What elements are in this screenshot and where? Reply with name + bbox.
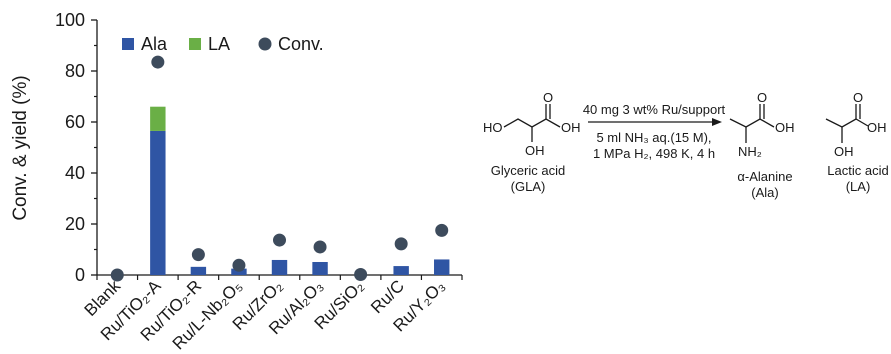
legend-swatch-conversion	[258, 37, 272, 51]
y-axis-label: Conv. & yield (%)	[10, 75, 31, 220]
y-tick-label: 40	[65, 163, 85, 183]
conversion-point	[191, 248, 205, 262]
alanine-oh-atom: OH	[775, 120, 795, 135]
reactant-carbonyl-o-atom: O	[543, 90, 553, 105]
conditions-catalyst: 40 mg 3 wt% Ru/support	[583, 102, 726, 117]
legend-label: LA	[208, 34, 230, 54]
legend-label: Conv.	[278, 34, 324, 54]
bar-ala	[271, 259, 288, 275]
reactant-ho-atom: HO	[483, 120, 503, 135]
product2-abbr: (LA)	[846, 179, 871, 194]
x-axis: BlankRu/TiO₂-ARu/TiO₂-RRu/L-Nb₂O₅Ru/ZrO₂…	[81, 274, 463, 353]
lactic-oh-atom: OH	[867, 120, 887, 135]
alanine-nh2-atom: NH₂	[738, 144, 762, 159]
bar-ala	[150, 130, 166, 275]
conversion-point	[313, 240, 327, 254]
reactant-hydroxyl-oh-atom: OH	[525, 143, 545, 158]
conversion-point	[151, 55, 165, 69]
bar-ala	[231, 268, 247, 275]
conversion-point	[435, 223, 449, 237]
conversion-point	[110, 268, 124, 282]
reactant-abbr: (GLA)	[511, 179, 546, 194]
bars-layer	[150, 106, 450, 275]
conversion-point	[273, 233, 286, 247]
bar-ala	[434, 259, 450, 275]
alanine-structure	[729, 104, 775, 143]
reaction-scheme: HO OH O OH Glyceric acid (GLA) 40 mg 3 w…	[483, 90, 889, 200]
legend-swatch-ala	[122, 38, 134, 50]
lactic-hydroxyl-oh-atom: OH	[834, 144, 854, 159]
y-tick-label: 20	[65, 214, 85, 234]
y-tick-label: 0	[75, 265, 85, 285]
bar-chart: 0 20 40 60 80 100 BlankRu/TiO₂-ARu/TiO₂-RRu/L…	[10, 10, 463, 353]
y-axis: 0 20 40 60 80 100	[55, 10, 98, 285]
product2-name: Lactic acid	[827, 163, 888, 178]
bar-ala	[393, 266, 409, 275]
y-tick-label: 60	[65, 112, 85, 132]
bar-la	[150, 106, 166, 131]
alanine-o-atom: O	[757, 90, 767, 105]
legend-label: Ala	[141, 34, 168, 54]
bar-ala	[312, 261, 328, 275]
product1-abbr: (Ala)	[751, 185, 778, 200]
arrow-head-icon	[712, 118, 722, 126]
y-tick-label: 100	[55, 10, 85, 30]
reactant-name: Glyceric acid	[491, 163, 565, 178]
legend-swatch-la	[189, 38, 201, 50]
conversion-points-layer	[110, 55, 449, 282]
conversion-point	[394, 237, 408, 251]
conditions-line-1: 5 ml NH₃ aq.(15 M),	[596, 130, 711, 145]
lactic-o-atom: O	[853, 90, 863, 105]
legend: Ala LA Conv.	[122, 34, 324, 54]
conversion-point	[232, 258, 246, 272]
product1-name: α-Alanine	[737, 169, 792, 184]
lactic-acid-structure	[825, 104, 869, 143]
glyceric-acid-structure	[503, 104, 561, 142]
conditions-line-2: 1 MPa H₂, 498 K, 4 h	[593, 146, 715, 161]
y-tick-label: 80	[65, 61, 85, 81]
conversion-point	[354, 267, 368, 281]
bar-ala	[190, 266, 207, 275]
reactant-acid-oh-atom: OH	[561, 120, 581, 135]
